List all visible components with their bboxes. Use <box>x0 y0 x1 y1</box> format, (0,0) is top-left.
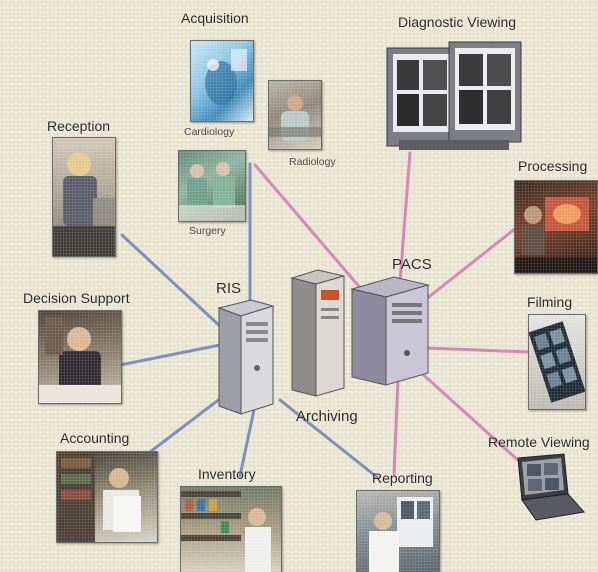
label-processing: Processing <box>518 158 588 174</box>
label-diagnostic-viewing: Diagnostic Viewing <box>398 14 517 30</box>
link-pacs-remote <box>416 368 522 464</box>
reception-image <box>53 152 115 256</box>
archive-server-icon <box>290 269 345 397</box>
photo-decision-support <box>38 310 122 404</box>
filming-image <box>529 321 585 403</box>
label-inventory: Inventory <box>198 466 256 482</box>
photo-surgery <box>178 150 246 222</box>
decision-support-image <box>39 317 121 403</box>
label-filming: Filming <box>527 294 573 310</box>
label-cardiology: Cardiology <box>184 126 235 138</box>
link-pacs-reporting <box>392 378 400 476</box>
link-pacs-processing <box>423 226 518 302</box>
label-surgery: Surgery <box>189 225 226 237</box>
label-pacs: PACS <box>392 256 432 273</box>
surgery-image <box>179 162 245 221</box>
label-archiving: Archiving <box>296 408 358 425</box>
monitor-icon <box>386 41 522 150</box>
link-pacs-surgery <box>253 163 364 292</box>
label-radiology: Radiology <box>289 156 336 168</box>
label-accounting: Accounting <box>60 430 130 446</box>
label-reception: Reception <box>47 118 111 134</box>
photo-accounting <box>56 451 158 543</box>
link-ris-accounting <box>148 393 227 454</box>
label-reporting: Reporting <box>372 470 433 486</box>
radiology-image <box>269 95 321 141</box>
photo-filming <box>528 314 586 410</box>
label-remote-viewing: Remote Viewing <box>488 434 590 450</box>
link-pacs-diagnostic <box>398 151 412 284</box>
ris-server-icon <box>217 299 275 415</box>
cardiology-image <box>205 49 247 105</box>
photo-radiology <box>268 80 322 150</box>
processing-image <box>515 197 597 273</box>
link-ris-reception <box>120 233 224 330</box>
label-ris: RIS <box>216 280 242 297</box>
photo-cardiology <box>190 40 254 122</box>
link-ris-reporting <box>278 398 380 480</box>
laptop-icon <box>517 453 585 521</box>
link-ris-decision <box>118 343 222 367</box>
photo-processing <box>514 180 598 274</box>
photo-reception <box>52 137 116 257</box>
link-ris-inventory <box>238 403 257 478</box>
photo-inventory <box>180 486 282 572</box>
accounting-image <box>57 452 141 542</box>
pacs-server-icon <box>350 276 430 386</box>
label-decision-support: Decision Support <box>23 290 130 306</box>
photo-reporting <box>356 490 440 572</box>
inventory-image <box>181 491 271 572</box>
label-acquisition: Acquisition <box>181 10 249 26</box>
link-pacs-filming <box>423 346 532 354</box>
reporting-image <box>369 497 433 572</box>
